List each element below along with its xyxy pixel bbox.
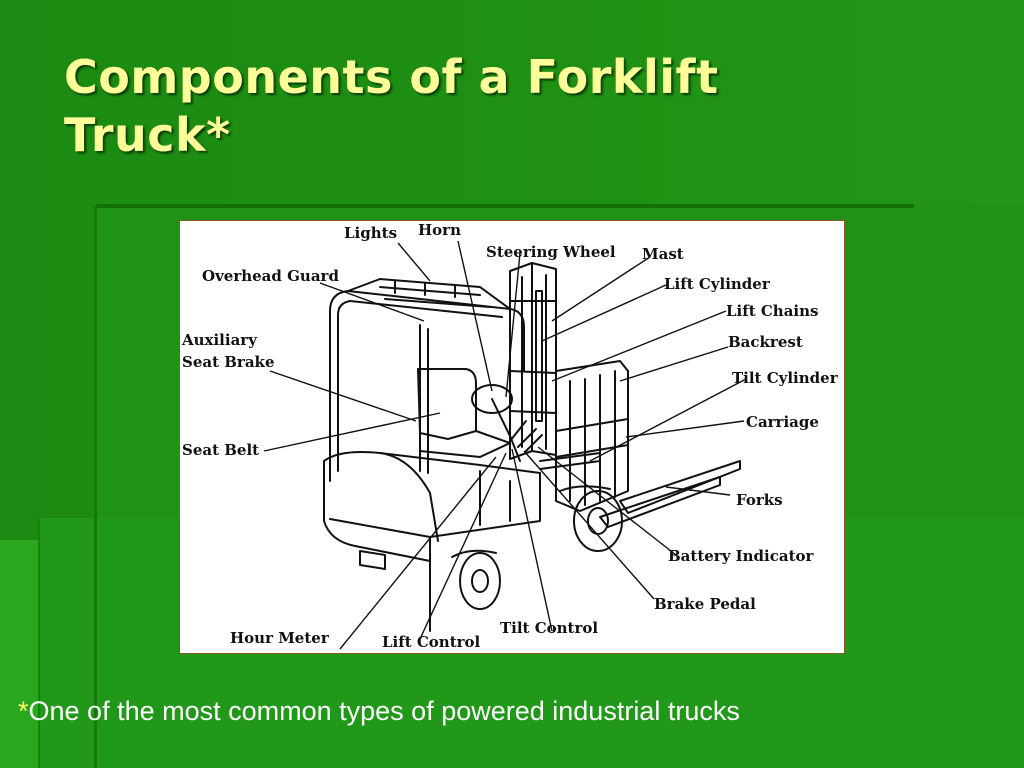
slide-title-line-1: Components of a Forklift: [64, 50, 719, 104]
label-backrest: Backrest: [728, 333, 803, 351]
label-carriage: Carriage: [746, 413, 819, 431]
label-auxiliary: Auxiliary: [181, 331, 258, 349]
label-battery-indicator: Battery Indicator: [668, 547, 815, 565]
footnote-text: One of the most common types of powered …: [28, 696, 740, 726]
label-mast: Mast: [642, 245, 684, 263]
label-lift-chains: Lift Chains: [726, 302, 818, 320]
label-brake-pedal: Brake Pedal: [654, 595, 756, 613]
label-steering-wheel: Steering Wheel: [486, 243, 616, 261]
label-seat-brake: Seat Brake: [182, 353, 274, 371]
label-overhead-guard: Overhead Guard: [202, 267, 339, 285]
overhead-guard-roof: [347, 278, 511, 310]
background-accent: [0, 540, 40, 768]
seat: [417, 368, 477, 440]
label-seat-belt: Seat Belt: [182, 441, 259, 459]
label-forks: Forks: [736, 491, 783, 509]
label-hour-meter: Hour Meter: [230, 629, 330, 647]
label-horn: Horn: [418, 221, 461, 239]
divider-horizontal: [96, 204, 914, 208]
label-lights: Lights: [344, 224, 397, 242]
rear-wheel: [459, 552, 501, 610]
overhead-guard-shape: [329, 290, 525, 482]
label-lift-cylinder: Lift Cylinder: [664, 275, 771, 293]
truck-body: [323, 451, 541, 632]
label-tilt-control: Tilt Control: [500, 619, 598, 637]
footnote: *One of the most common types of powered…: [18, 693, 1018, 729]
forklift-drawing: Lights Horn Steering Wheel Mast Overhead…: [181, 221, 839, 651]
tilt-cylinder-shape: [539, 452, 601, 470]
slide-title-line-2: Truck*: [64, 108, 231, 162]
counterweight-plate: [359, 550, 386, 570]
divider-vertical-lower: [38, 518, 40, 768]
steering-wheel-shape: [471, 384, 513, 414]
forklift-diagram: Lights Horn Steering Wheel Mast Overhead…: [179, 220, 845, 654]
lift-cylinder-shape: [535, 290, 543, 422]
divider-vertical: [94, 206, 97, 768]
backrest-shape: [555, 360, 629, 512]
label-tilt-cylinder: Tilt Cylinder: [732, 369, 839, 387]
label-lift-control: Lift Control: [382, 633, 481, 651]
front-wheel: [573, 490, 623, 552]
footnote-marker: *: [18, 696, 29, 726]
slide-title: Components of a Forklift Truck*: [64, 48, 964, 164]
